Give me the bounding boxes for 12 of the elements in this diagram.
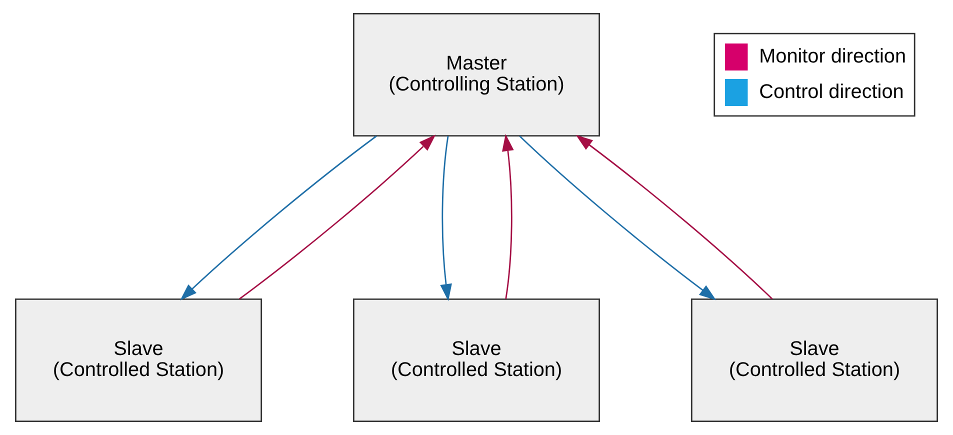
node-box: Slave (Controlled Station): [14, 298, 262, 422]
legend-label: Monitor direction: [759, 45, 906, 68]
arrow: [180, 136, 377, 300]
node-box: Slave (Controlled Station): [352, 298, 600, 422]
arrow: [576, 134, 773, 300]
arrow: [239, 134, 436, 300]
arrow: [519, 136, 716, 300]
node-box: Master (Controlling Station): [352, 13, 600, 137]
arrow: [502, 134, 514, 300]
arrow: [440, 136, 452, 302]
node-box: Slave (Controlled Station): [690, 298, 938, 422]
legend-label: Control direction: [759, 80, 904, 103]
